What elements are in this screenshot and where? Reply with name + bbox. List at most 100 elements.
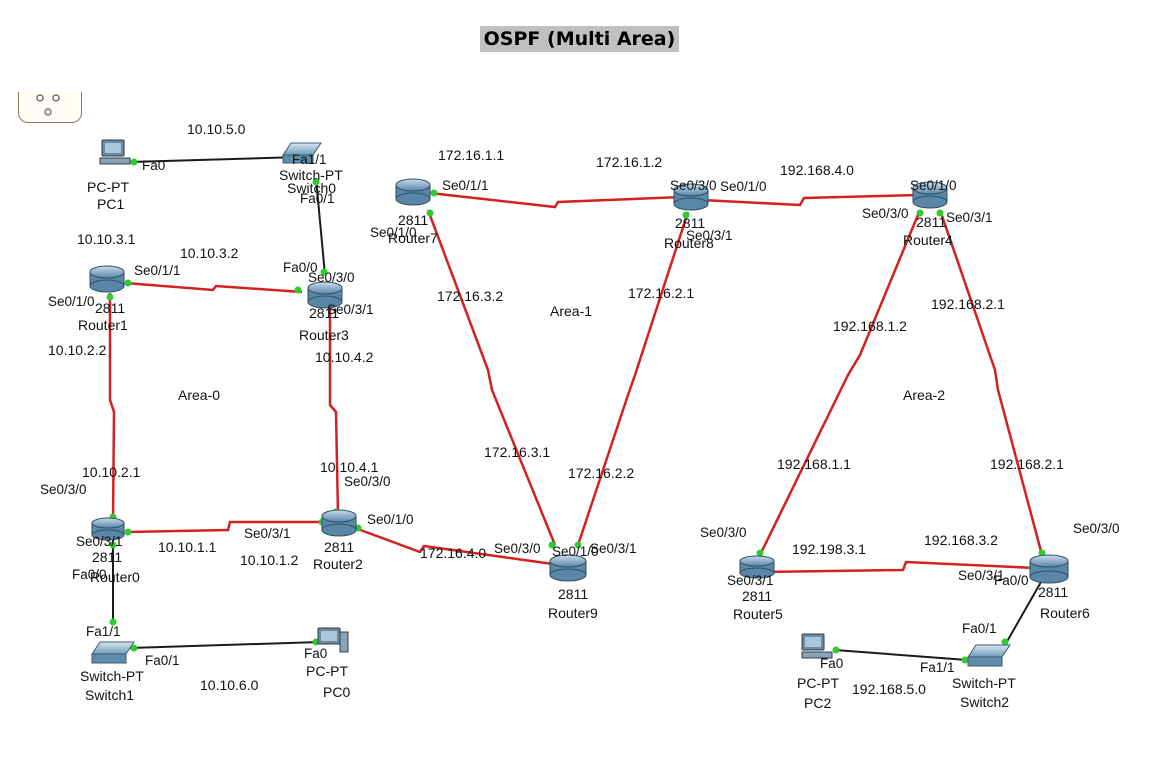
pc-icon[interactable]: [99, 139, 131, 165]
interface-label: Fa0/0: [72, 567, 107, 582]
network-label: 10.10.3.1: [77, 231, 136, 247]
interface-label: Fa0: [304, 646, 327, 661]
link-router4-router6[interactable]: [938, 209, 1044, 556]
pc-icon[interactable]: [801, 633, 833, 659]
router-icon[interactable]: [549, 554, 587, 582]
network-label: 10.10.6.0: [200, 677, 259, 693]
link-router4-router5[interactable]: [758, 209, 922, 556]
pc-icon[interactable]: [317, 627, 349, 653]
interface-label: Se0/1/0: [552, 544, 599, 559]
interface-label: Fa0/1: [145, 653, 180, 668]
device-model: 2811: [558, 586, 588, 602]
interface-label: Fa0: [820, 656, 843, 671]
switch-icon[interactable]: [282, 142, 322, 164]
link-router0-router2[interactable]: [124, 520, 330, 534]
device-model: 2811: [95, 300, 125, 316]
interface-label: Se0/1/1: [134, 263, 181, 278]
network-label: 192.198.3.1: [792, 541, 866, 557]
interface-label: Se0/3/0: [494, 541, 541, 556]
device-name: Router3: [299, 327, 349, 343]
interface-label: Se0/3/0: [40, 482, 87, 497]
interface-label: Fa0/1: [300, 191, 335, 206]
link-router7-router9[interactable]: [426, 209, 557, 546]
router-icon[interactable]: [91, 517, 125, 541]
network-label: 192.168.4.0: [780, 162, 854, 178]
router-icon[interactable]: [321, 509, 357, 537]
device-model: Switch-PT: [279, 167, 343, 183]
interface-label: Se0/1/0: [370, 225, 417, 240]
device-name: Router1: [78, 317, 128, 333]
router-icon[interactable]: [89, 265, 125, 293]
router-icon[interactable]: [673, 183, 709, 211]
network-label: 10.10.1.1: [158, 539, 217, 555]
interface-label: Fa0/0: [283, 260, 318, 275]
network-label: 10.10.5.0: [187, 121, 246, 137]
network-label: 192.168.1.2: [833, 318, 907, 334]
interface-label: Se0/3/1: [686, 228, 733, 243]
network-label: 172.16.4.0: [420, 545, 486, 561]
link-pc1-switch0[interactable]: [129, 156, 301, 163]
link-switch1-pc0[interactable]: [129, 641, 321, 649]
network-label: 192.168.2.1: [931, 296, 1005, 312]
link-switch0-router3[interactable]: [315, 177, 326, 276]
device-model: 2811: [742, 588, 772, 604]
interface-label: Se0/1/0: [910, 178, 957, 193]
device-name: Switch2: [960, 694, 1009, 710]
link-router8-router9[interactable]: [576, 211, 690, 546]
device-model: PC-PT: [306, 663, 348, 679]
device-name: PC0: [323, 684, 350, 700]
area-label: Area-2: [903, 387, 945, 403]
router-icon[interactable]: [739, 555, 775, 579]
switch-icon[interactable]: [967, 644, 1011, 667]
device-name: Router2: [313, 556, 363, 572]
device-name: PC1: [97, 196, 124, 212]
link-router3-router2[interactable]: [328, 300, 340, 516]
device-name: Router5: [733, 606, 783, 622]
switch-icon[interactable]: [91, 641, 135, 664]
link-router1-router3[interactable]: [124, 281, 303, 294]
area-label: Area-0: [178, 387, 220, 403]
device-name: Switch1: [85, 687, 134, 703]
device-model: 2811: [675, 215, 705, 231]
interface-label: Se0/3/0: [862, 206, 909, 221]
network-label: 10.10.4.2: [315, 349, 374, 365]
router-icon[interactable]: [1029, 554, 1069, 584]
interface-label: Se0/1/0: [367, 512, 414, 527]
device-name: Router7: [388, 230, 438, 246]
interface-label: Se0/3/1: [76, 534, 123, 549]
interface-label: Fa1/1: [920, 660, 955, 675]
device-model: 2811: [398, 212, 428, 228]
cluster-icon-glyph: [36, 94, 60, 116]
router-icon[interactable]: [395, 178, 431, 206]
router-icon[interactable]: [912, 181, 948, 209]
link-router8-router4[interactable]: [701, 193, 919, 207]
link-router5-router6[interactable]: [759, 560, 1036, 574]
network-label: 172.16.1.2: [596, 154, 662, 170]
interface-label: Fa1/1: [86, 624, 121, 639]
network-label: 192.168.5.0: [852, 681, 926, 697]
link-router7-router8[interactable]: [429, 191, 683, 209]
cluster-icon[interactable]: [18, 92, 82, 123]
router-icon[interactable]: [307, 281, 343, 309]
interface-label: Fa0/0: [994, 573, 1029, 588]
network-label: 10.10.2.2: [48, 342, 107, 358]
network-label: 10.10.4.1: [320, 459, 379, 475]
network-label: 172.16.2.1: [628, 285, 694, 301]
link-router2-router9[interactable]: [354, 526, 561, 567]
link-router6-switch2[interactable]: [1004, 574, 1046, 646]
network-label: 172.16.1.1: [438, 147, 504, 163]
diagram-title: OSPF (Multi Area): [0, 26, 1159, 52]
link-router1-router0[interactable]: [108, 293, 116, 521]
network-label: 10.10.2.1: [82, 464, 141, 480]
interface-label: Se0/3/1: [590, 541, 637, 556]
network-label: 172.16.3.2: [437, 288, 503, 304]
link-switch2-pc2[interactable]: [834, 649, 968, 661]
interface-label: Se0/3/0: [344, 474, 391, 489]
device-name: Router9: [548, 605, 598, 621]
network-label: 172.16.3.1: [484, 444, 550, 460]
interface-label: Se0/3/1: [946, 210, 993, 225]
device-name: Router8: [664, 235, 714, 251]
interface-label: Fa1/1: [292, 152, 327, 167]
network-label: 10.10.1.2: [240, 552, 299, 568]
